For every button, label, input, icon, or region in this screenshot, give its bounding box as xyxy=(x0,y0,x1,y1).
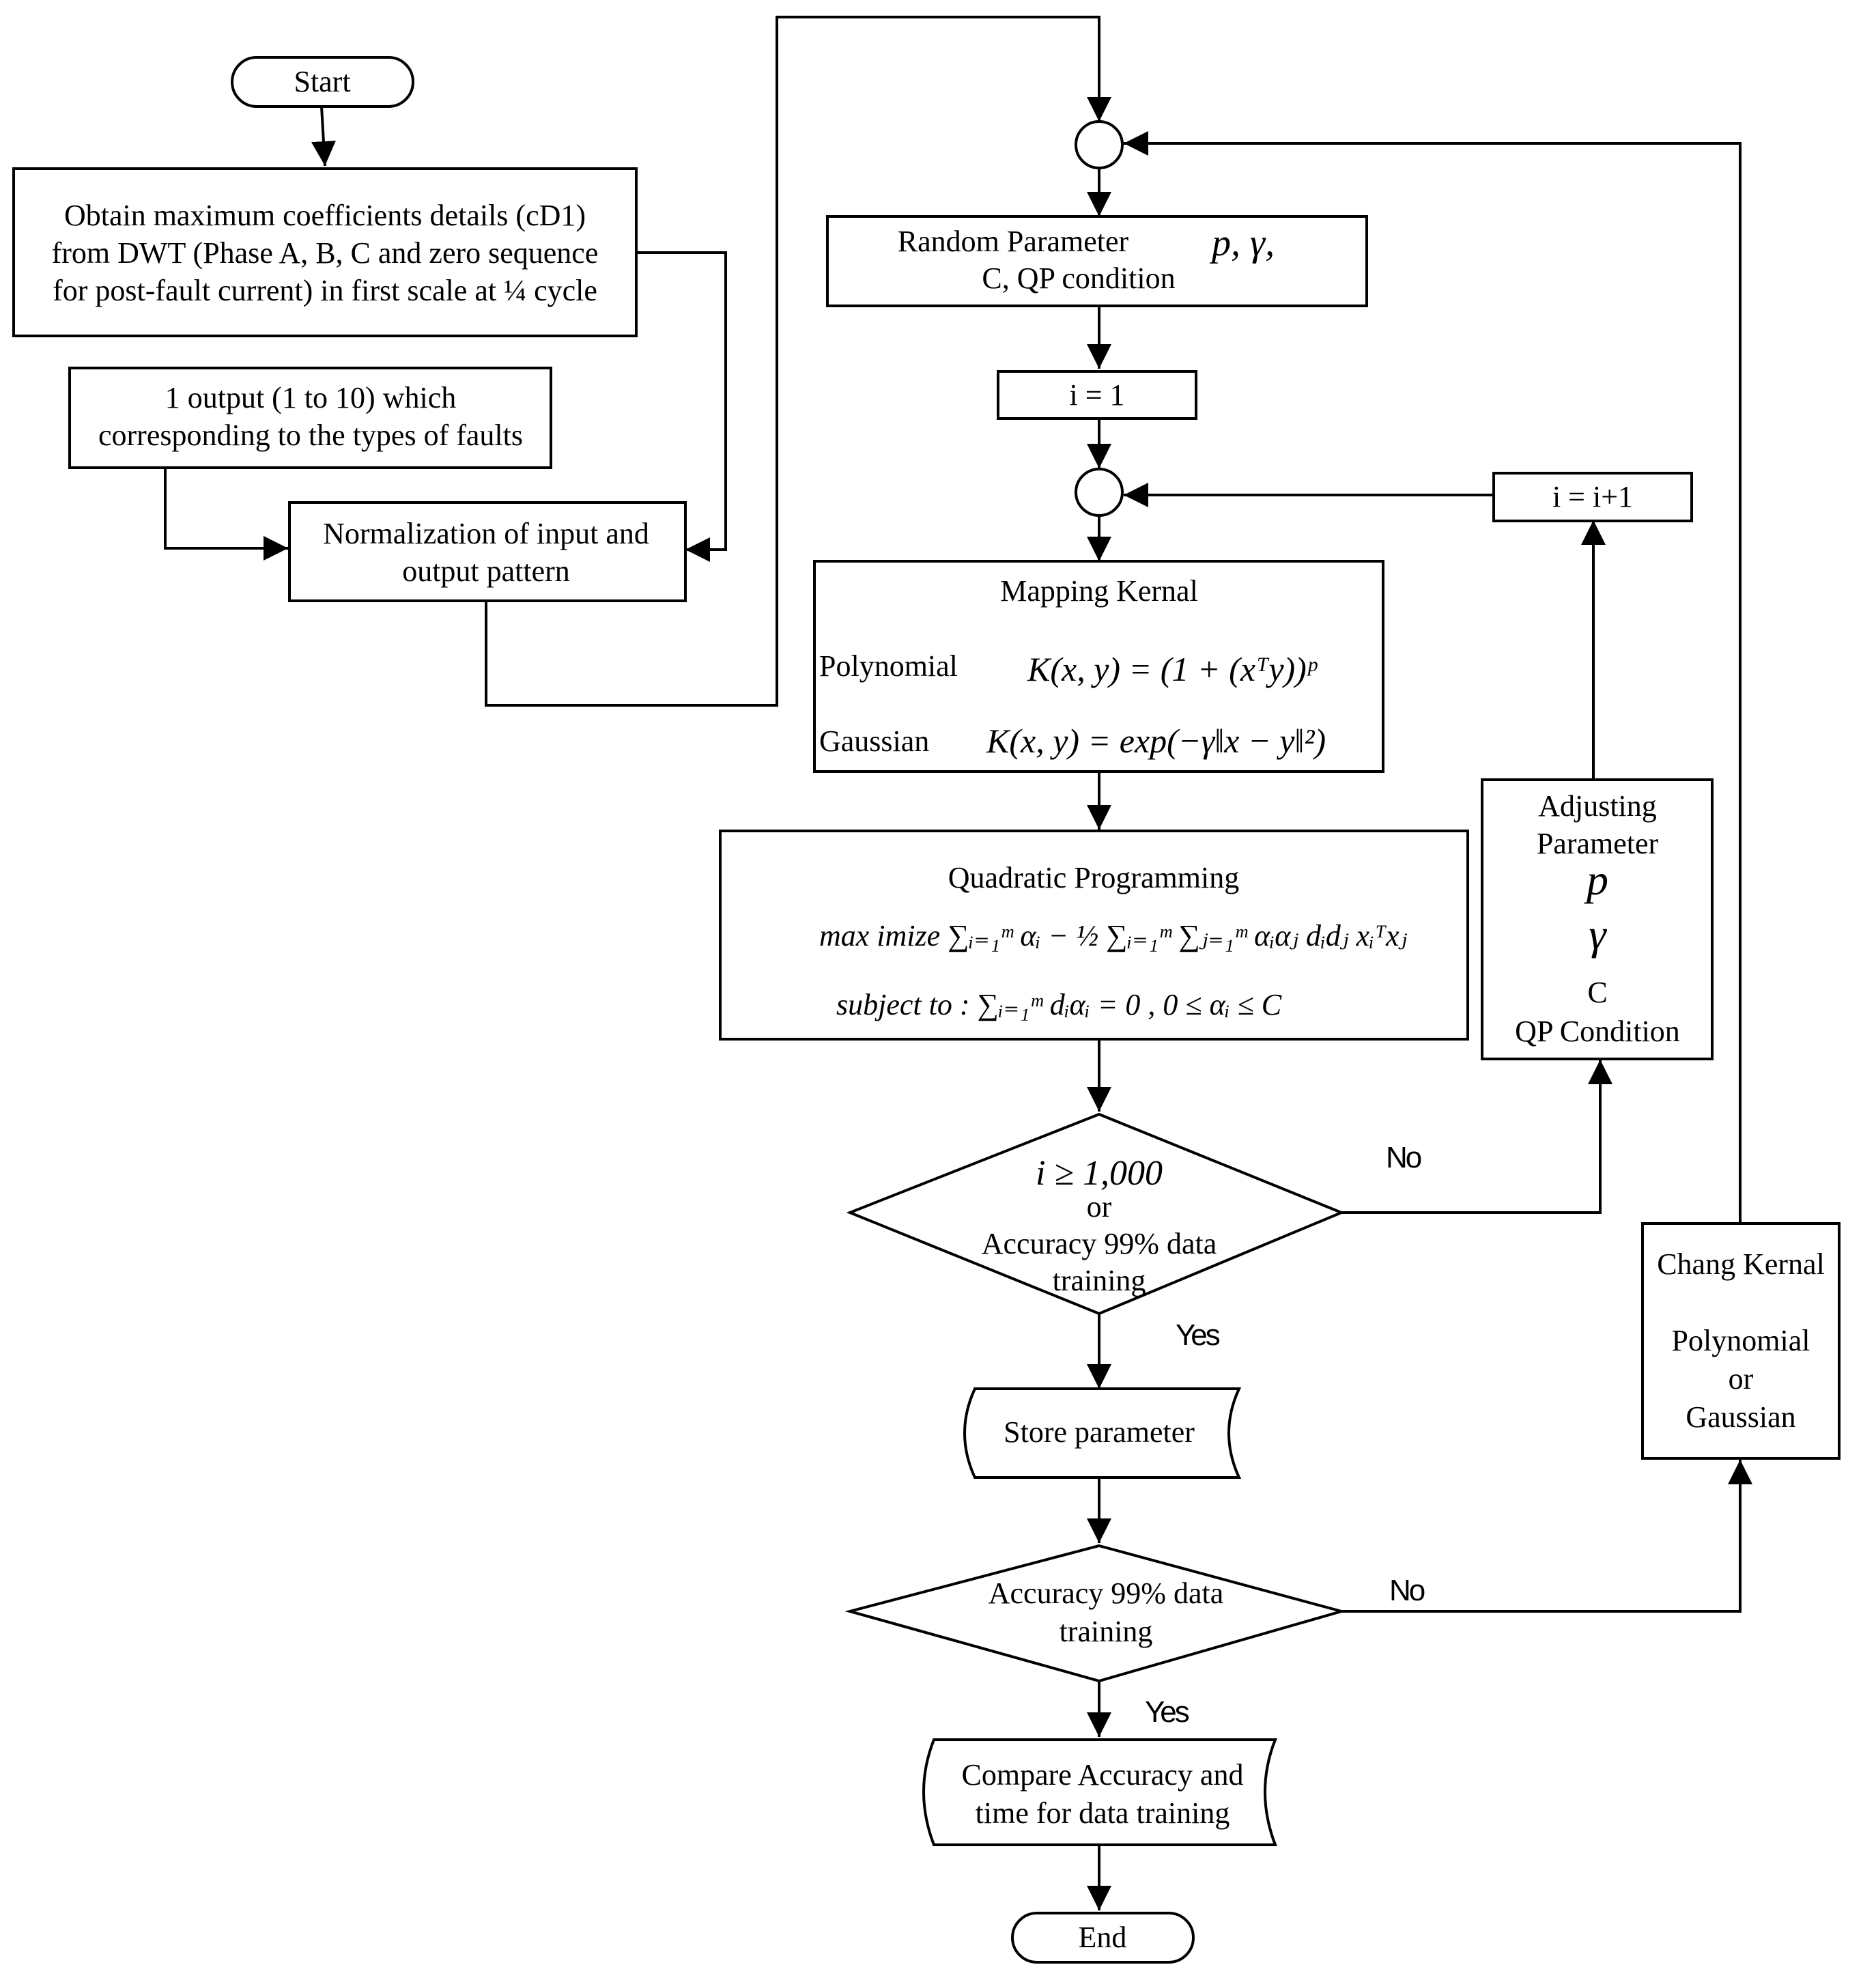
obtain-line-3: for post-fault current) in first scale a… xyxy=(53,274,597,307)
junction-circle-outer xyxy=(1075,120,1124,169)
junction-circle-inner xyxy=(1075,468,1124,517)
i-init-box: i = 1 xyxy=(997,370,1197,420)
change-kernel-line-2: or xyxy=(1729,1362,1754,1396)
edge-obtain-normalization xyxy=(636,251,727,562)
qp-title: Quadratic Programming xyxy=(948,861,1239,894)
normalization-line-1: Normalization of input and xyxy=(323,517,649,550)
normalization-line-2: output pattern xyxy=(402,554,570,588)
store-parameter-box: Store parameter xyxy=(963,1387,1242,1479)
adjusting-gamma: γ xyxy=(1589,910,1607,959)
polynomial-kernel-formula: K(x, y) = (1 + (xᵀy))ᵖ xyxy=(1027,650,1318,688)
end-terminal: End xyxy=(1011,1912,1195,1964)
adjusting-line-1: Adjusting xyxy=(1538,789,1657,823)
decision1-line-4: training xyxy=(1053,1264,1146,1297)
change-kernel-line-3: Gaussian xyxy=(1686,1400,1795,1434)
end-label: End xyxy=(1079,1921,1127,1954)
gaussian-kernel-label: Gaussian xyxy=(819,724,929,758)
i-increment-box: i = i+1 xyxy=(1492,472,1693,522)
compare-accuracy-box: Compare Accuracy and time for data train… xyxy=(922,1738,1277,1846)
random-parameter-title: Random Parameter xyxy=(898,225,1129,258)
output-box: 1 output (1 to 10) which corresponding t… xyxy=(68,367,552,469)
adjusting-line-2: Parameter xyxy=(1537,827,1659,860)
i-init-label: i = 1 xyxy=(1069,378,1124,412)
edge-normalization-loop xyxy=(485,16,1111,707)
adjusting-qp-condition: QP Condition xyxy=(1515,1015,1680,1048)
decision2-yes-label: Yes xyxy=(1145,1695,1189,1729)
i-increment-label: i = i+1 xyxy=(1552,480,1633,513)
store-parameter-label: Store parameter xyxy=(1004,1415,1195,1449)
quadratic-programming-box: Quadratic Programming max imize ∑ᵢ₌₁ᵐ αᵢ… xyxy=(719,830,1469,1041)
change-kernel-line-1: Polynomial xyxy=(1672,1324,1810,1357)
qp-constraint: subject to : ∑ᵢ₌₁ᵐ dᵢαᵢ = 0 , 0 ≤ αᵢ ≤ C xyxy=(836,988,1282,1021)
mapping-kernel-box: Mapping Kernal Polynomial K(x, y) = (1 +… xyxy=(813,560,1384,773)
adjusting-c: C xyxy=(1587,976,1607,1009)
decision-iteration-accuracy: i ≥ 1,000 or Accuracy 99% data training xyxy=(846,1112,1346,1316)
decision1-line-1: i ≥ 1,000 xyxy=(1036,1154,1163,1193)
edge-decision2-changekernel xyxy=(1341,1460,1752,1613)
decision1-yes-label: Yes xyxy=(1176,1318,1220,1352)
decision-accuracy: Accuracy 99% data training xyxy=(844,1544,1347,1683)
adjusting-parameter-box: Adjusting Parameter p γ C QP Condition xyxy=(1481,778,1714,1060)
gaussian-kernel-formula: K(x, y) = exp(−γ‖x − y‖²) xyxy=(986,722,1326,760)
qp-objective: max imize ∑ᵢ₌₁ᵐ αᵢ − ½ ∑ᵢ₌₁ᵐ ∑ⱼ₌₁ᵐ αᵢαⱼ … xyxy=(819,919,1408,952)
output-line-1: 1 output (1 to 10) which xyxy=(165,381,457,414)
change-kernel-title: Chang Kernal xyxy=(1657,1247,1825,1281)
decision1-no-label: No xyxy=(1386,1141,1421,1174)
start-terminal: Start xyxy=(231,56,414,108)
random-parameter-symbols: p, γ, xyxy=(1209,222,1275,264)
edge-changekernel-junction1 xyxy=(1124,131,1742,1224)
decision2-no-label: No xyxy=(1389,1574,1425,1607)
decision2-line-1: Accuracy 99% data xyxy=(989,1576,1223,1610)
decision2-line-2: training xyxy=(1060,1615,1153,1648)
obtain-line-2: from DWT (Phase A, B, C and zero sequenc… xyxy=(52,236,599,270)
polynomial-kernel-label: Polynomial xyxy=(819,649,958,683)
decision1-line-2: or xyxy=(1087,1190,1112,1224)
obtain-coefficients-box: Obtain maximum coefficients details (cD1… xyxy=(12,167,638,337)
decision1-line-3: Accuracy 99% data xyxy=(982,1227,1217,1260)
mapping-kernel-title: Mapping Kernal xyxy=(1000,574,1198,608)
compare-line-1: Compare Accuracy and xyxy=(962,1758,1244,1792)
adjusting-p: p xyxy=(1584,855,1608,904)
edge-output-normalization xyxy=(164,468,288,561)
start-label: Start xyxy=(294,65,350,98)
random-parameter-box: Random Parameter p, γ, C, QP condition xyxy=(826,215,1368,307)
obtain-line-1: Obtain maximum coefficients details (cD1… xyxy=(64,199,586,232)
edge-start-obtain xyxy=(311,106,336,167)
output-line-2: corresponding to the types of faults xyxy=(98,419,523,452)
change-kernel-box: Chang Kernal Polynomial or Gaussian xyxy=(1641,1222,1841,1460)
edge-decision1-adjusting xyxy=(1341,1060,1612,1214)
connectors xyxy=(164,16,1752,1910)
normalization-box: Normalization of input and output patter… xyxy=(288,501,687,602)
random-parameter-line-2: C, QP condition xyxy=(982,261,1175,295)
compare-line-2: time for data training xyxy=(976,1796,1230,1830)
